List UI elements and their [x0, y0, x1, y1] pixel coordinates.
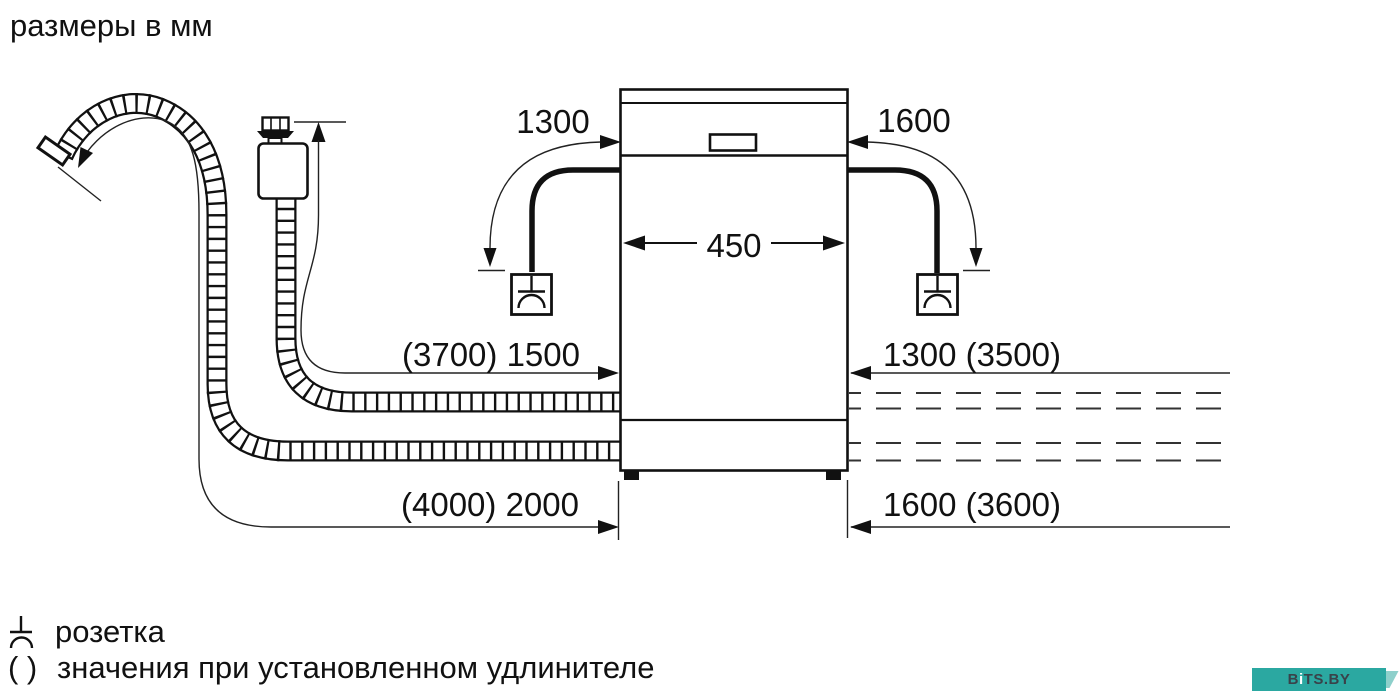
- watermark-text-i: i: [1298, 671, 1304, 688]
- appliance-width-label: 450: [706, 227, 762, 264]
- drain-hose-dimension-label: (4000) 2000: [401, 486, 579, 523]
- socket-icon-right: [916, 273, 959, 316]
- right-hose-dimension-label: 1300 (3500): [883, 336, 1061, 373]
- watermark-text-b: B: [1287, 671, 1299, 688]
- watermark-text-rest: TS.BY: [1303, 671, 1351, 688]
- bottom-right-dimension-label: 1600 (3600): [883, 486, 1061, 523]
- dashed-hose-extension-lines: [849, 392, 1221, 462]
- cable-left-dimension: [478, 135, 621, 272]
- cable-right-dimension: [847, 135, 990, 272]
- supply-hose-dimension: [294, 121, 619, 380]
- drain-hose-end-cap: [35, 134, 73, 168]
- legend-socket-icon: [9, 616, 34, 649]
- supply-hose-dimension-label: (3700) 1500: [402, 336, 580, 373]
- legend-parentheses-symbol: ( ): [8, 650, 38, 685]
- cable-right-dimension-label: 1600: [877, 102, 951, 139]
- socket-icon-left: [510, 273, 553, 316]
- drain-hose: [35, 93, 621, 462]
- page-title: размеры в мм: [10, 8, 213, 43]
- legend-parentheses-note: значения при установленном удлинителе: [57, 650, 655, 685]
- foot-left: [624, 471, 639, 480]
- aquastop-valve-icon: [257, 116, 309, 200]
- power-cable-right: [847, 167, 940, 273]
- bottom-right-dimension: [846, 480, 1230, 538]
- control-panel-handle: [708, 133, 758, 152]
- power-cable-left: [529, 167, 621, 272]
- legend-socket-label: розетка: [55, 614, 165, 649]
- right-hose-dimension: [850, 366, 1230, 380]
- width-dimension-arrows: [623, 235, 845, 251]
- cable-left-dimension-label: 1300: [516, 103, 590, 140]
- drain-hose-dimension: [57, 117, 620, 540]
- foot-right: [826, 471, 841, 480]
- dishwasher-outline: [619, 88, 849, 480]
- supply-hose: [275, 196, 621, 413]
